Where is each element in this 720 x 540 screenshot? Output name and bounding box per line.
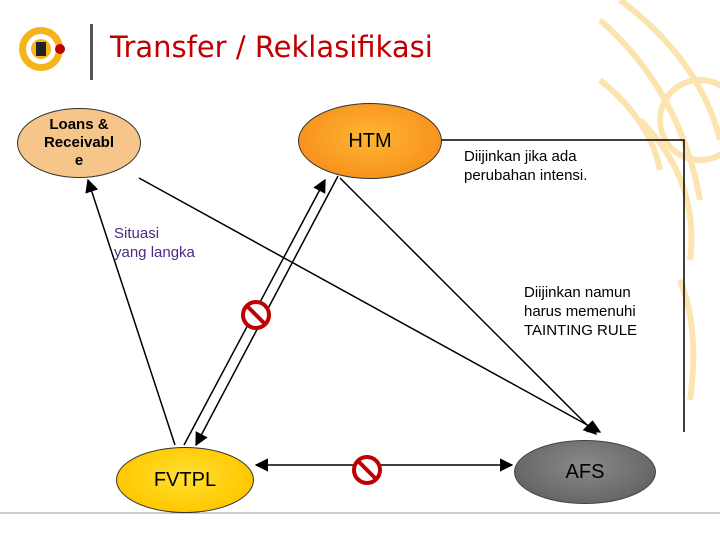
prohibited-icon [352,455,382,485]
node-fvtpl: FVTPL [116,447,254,513]
node-afs: AFS [514,440,656,504]
title-divider [90,24,93,80]
background-decoration [598,0,720,401]
label-diijinkan-intensi: Diijinkan jika ada perubahan intensi. [464,148,588,184]
arrow-fvtpl-to-loans [85,178,176,446]
node-htm: HTM [298,103,442,179]
arrow-afs-to-htm-bracket [420,139,685,432]
arrow-htm-to-afs [339,177,597,435]
slide-title: Transfer / Reklasifikasi [110,30,433,64]
prohibited-icon [241,300,271,330]
label-tainting-rule: Diijinkan namun harus memenuhi TAINTING … [524,284,638,339]
arrow-loans-to-afs [138,177,602,433]
university-seal-icon [16,24,70,74]
node-loans-receivables: Loans & Receivabl e [17,108,141,178]
label-situasi-langka: Situasi yang langka [114,225,195,261]
